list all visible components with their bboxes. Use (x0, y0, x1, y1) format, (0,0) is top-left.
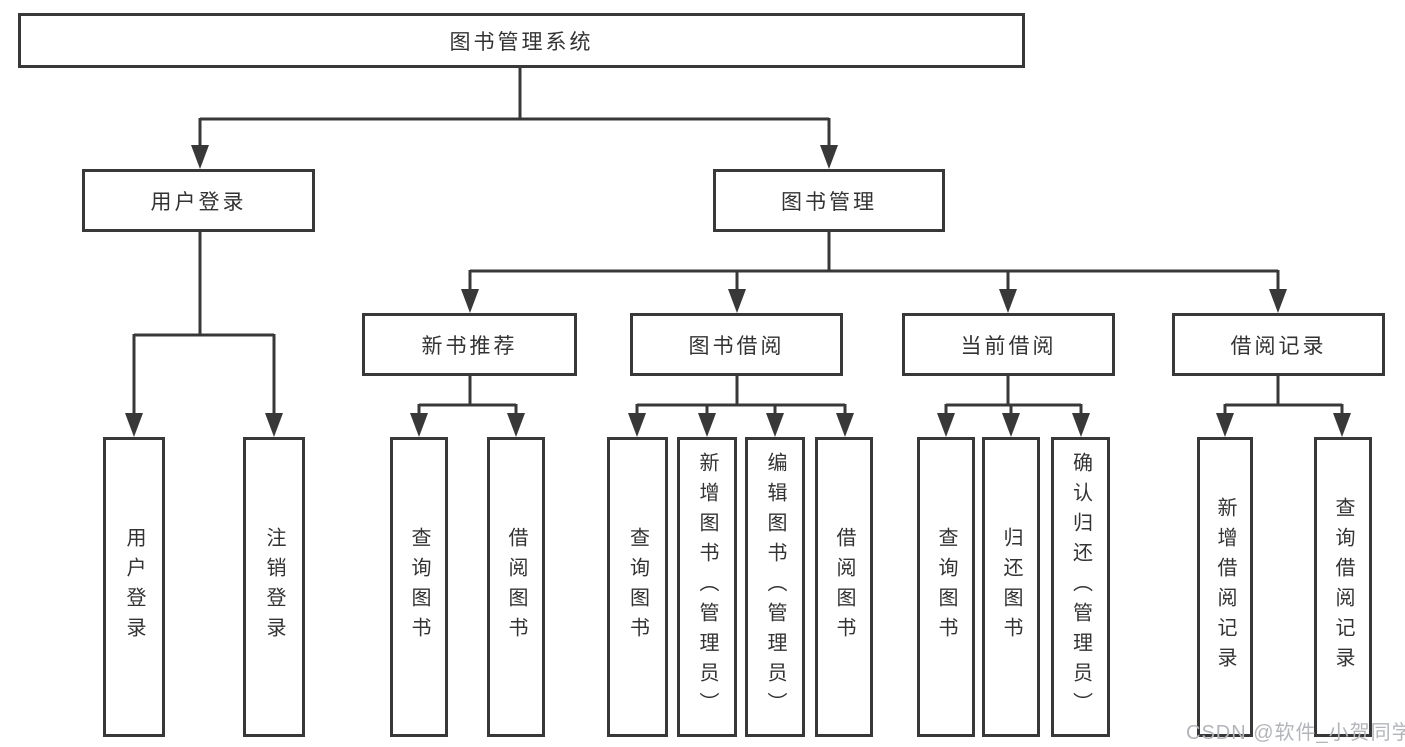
arrow-down-icon (461, 289, 479, 313)
node-book-management: 图书管理 (713, 169, 945, 232)
node-label: 图书管理 (781, 190, 877, 214)
arrow-down-icon (1333, 413, 1351, 437)
node-current-borrowing: 当前借阅 (902, 313, 1115, 376)
leaf-label: 用户登录 (123, 527, 145, 647)
arrow-down-icon (265, 413, 283, 437)
leaf-logout-login: 注销登录 (243, 437, 305, 737)
arrow-down-icon (507, 413, 525, 437)
node-borrowing-records: 借阅记录 (1172, 313, 1385, 376)
arrow-down-icon (999, 289, 1017, 313)
leaf-label: 借阅图书 (833, 527, 855, 647)
arrow-down-icon (1002, 413, 1020, 437)
arrow-down-icon (1216, 413, 1234, 437)
node-label: 当前借阅 (960, 334, 1057, 358)
arrow-down-icon (766, 413, 784, 437)
node-user-login: 用户登录 (82, 169, 315, 232)
leaf-label: 查询图书 (408, 527, 430, 647)
node-label: 图书借阅 (688, 334, 785, 358)
leaf-label: 查询借阅记录 (1332, 497, 1354, 677)
leaf-return-books: 归还图书 (982, 437, 1040, 737)
connector-current-to-leaves (944, 376, 1083, 414)
arrow-down-icon (125, 413, 143, 437)
csdn-watermark: CSDN @软件_小贺同学 (1186, 722, 1405, 744)
connector-paths (132, 68, 1344, 414)
connector-root-to-level2 (198, 68, 831, 146)
connector-recommend-to-leaves (417, 376, 518, 414)
leaf-query-books-borrowing: 查询图书 (607, 437, 668, 737)
arrow-down-icon (1072, 413, 1090, 437)
leaf-label: 查询图书 (626, 527, 649, 647)
arrow-down-icon (836, 413, 854, 437)
leaf-label: 新增图书（管理员） (696, 452, 718, 722)
leaf-user-login: 用户登录 (103, 437, 165, 737)
arrow-down-icon (937, 413, 955, 437)
leaf-query-borrow-record: 查询借阅记录 (1314, 437, 1372, 737)
arrowheads (125, 145, 1351, 437)
leaf-label: 归还图书 (1000, 527, 1022, 647)
node-label: 借阅记录 (1230, 334, 1327, 358)
leaf-label: 编辑图书（管理员） (764, 452, 786, 722)
leaf-label: 确认归还（管理员） (1069, 452, 1092, 722)
arrow-down-icon (410, 413, 428, 437)
leaf-query-books-recommend: 查询图书 (390, 437, 448, 737)
arrow-down-icon (191, 145, 209, 169)
node-new-book-recommend: 新书推荐 (362, 313, 577, 376)
leaf-query-books-current: 查询图书 (917, 437, 975, 737)
connector-borrowing-to-leaves (635, 376, 847, 414)
connector-bookmgmt-to-level3 (468, 232, 1280, 290)
arrow-down-icon (728, 289, 746, 313)
leaf-borrow-books-recommend: 借阅图书 (487, 437, 545, 737)
leaf-add-borrow-record: 新增借阅记录 (1197, 437, 1253, 737)
leaf-label: 查询图书 (935, 527, 957, 647)
arrow-down-icon (1269, 289, 1287, 313)
leaf-label: 新增借阅记录 (1214, 497, 1236, 677)
arrow-down-icon (628, 413, 646, 437)
connector-userlogin-to-leaves (132, 232, 276, 414)
arrow-down-icon (698, 413, 716, 437)
node-book-borrowing: 图书借阅 (630, 313, 843, 376)
connector-records-to-leaves (1223, 376, 1344, 414)
leaf-edit-books-admin: 编辑图书（管理员） (745, 437, 805, 737)
node-label: 新书推荐 (421, 334, 518, 358)
leaf-borrow-books-borrowing: 借阅图书 (815, 437, 873, 737)
leaf-label: 注销登录 (263, 527, 285, 647)
node-root: 图书管理系统 (18, 13, 1025, 68)
leaf-confirm-return-admin: 确认归还（管理员） (1051, 437, 1110, 737)
leaf-label: 借阅图书 (505, 527, 527, 647)
node-label: 用户登录 (150, 190, 247, 214)
leaf-add-books-admin: 新增图书（管理员） (677, 437, 737, 737)
arrow-down-icon (820, 145, 838, 169)
node-root-label: 图书管理系统 (449, 30, 594, 54)
